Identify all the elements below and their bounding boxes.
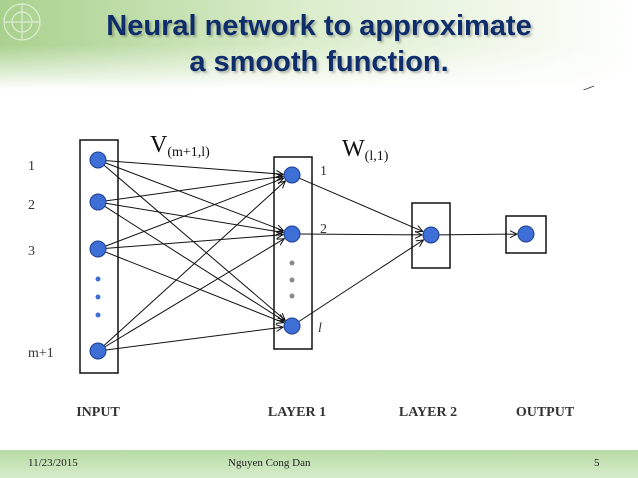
weights-v-label: V(m+1,l): [150, 132, 210, 160]
network-edges: [103, 160, 517, 351]
input-node-2: [89, 193, 107, 211]
input-label-3: 3: [28, 244, 35, 259]
layer1-box: [273, 156, 313, 350]
hidden-label-2: 2: [320, 222, 327, 237]
edge-input-2-to-hidden-2: [105, 202, 283, 232]
edge-layer2-to-output: [438, 234, 517, 235]
input-node-1: [89, 151, 107, 169]
edge-input-4-to-hidden-3: [105, 327, 283, 351]
edge-input-1-to-hidden-1: [105, 160, 283, 175]
weights-w-label: W(l,1): [342, 136, 389, 164]
edge-input-1-to-hidden-2: [105, 162, 283, 231]
edge-hidden-1-to-layer2: [299, 177, 422, 231]
edge-input-1-to-hidden-3: [103, 164, 285, 320]
edge-input-3-to-hidden-1: [105, 178, 283, 247]
caption-input: INPUT: [76, 405, 120, 420]
footer-author: Nguyen Cong Dan: [228, 457, 311, 469]
hidden-label-1: 1: [320, 164, 327, 179]
input-label-1: 1: [28, 159, 35, 174]
input-node-3: [89, 240, 107, 258]
slide-title-line1: Neural network to approximate: [106, 10, 532, 42]
layer2-node: [422, 226, 440, 244]
edge-input-3-to-hidden-2: [105, 235, 283, 249]
caption-output: OUTPUT: [516, 405, 575, 420]
hidden-node-1: [283, 166, 301, 184]
layer1-ellipsis-dots: [289, 260, 295, 299]
edge-hidden-2-to-layer2: [299, 234, 422, 235]
hidden-node-2: [283, 225, 301, 243]
edge-input-3-to-hidden-3: [105, 251, 283, 323]
output-box: [505, 215, 547, 254]
footer-bar: [0, 450, 638, 478]
caption-layer2: LAYER 2: [399, 405, 457, 420]
edge-input-4-to-hidden-1: [103, 181, 285, 346]
header-banner: [0, 0, 638, 90]
footer-date: 11/23/2015: [28, 457, 78, 469]
layer2-box: [411, 202, 451, 269]
slide-title-line2: a smooth function.: [189, 46, 449, 78]
hidden-label-l: l: [318, 321, 322, 336]
output-node: [517, 225, 535, 243]
network-nodes: [89, 151, 535, 360]
edge-input-2-to-hidden-1: [105, 176, 283, 202]
input-layer-box: [79, 139, 119, 374]
input-label-2: 2: [28, 198, 35, 213]
edge-input-4-to-hidden-2: [104, 239, 284, 348]
hidden-node-3: [283, 317, 301, 335]
footer-page-number: 5: [594, 457, 600, 469]
input-node-4: [89, 342, 107, 360]
edge-hidden-3-to-layer2: [298, 240, 424, 323]
input-ellipsis-dots: [95, 276, 101, 318]
caption-layer1: LAYER 1: [268, 405, 326, 420]
input-label-m1: m+1: [28, 346, 54, 361]
